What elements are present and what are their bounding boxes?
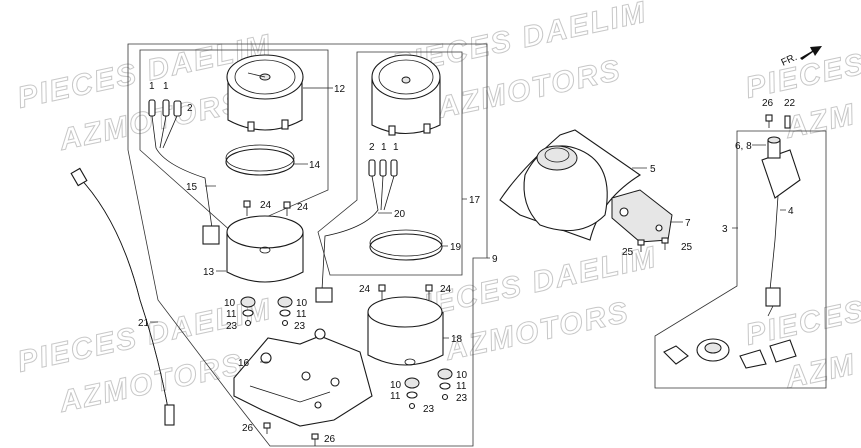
watermark: PIECES xyxy=(743,294,861,352)
callout-label: 24 xyxy=(297,202,309,213)
callout-label: 11 xyxy=(456,381,467,392)
callout-label: 5 xyxy=(650,164,656,175)
speedometer-cable xyxy=(70,167,175,426)
tachometer-ring xyxy=(369,229,443,261)
callout-label: 1 xyxy=(393,142,399,153)
callout-label: 23 xyxy=(456,393,468,404)
ignition-switch xyxy=(761,136,801,317)
callout-label: 10 xyxy=(296,298,308,309)
switch-bracket xyxy=(611,189,673,243)
tachometer-gauge xyxy=(371,54,441,136)
callout-label: 23 xyxy=(226,321,238,332)
callout-label: 4 xyxy=(788,206,794,217)
bolt-24 xyxy=(243,200,433,300)
callout-label: 10 xyxy=(224,298,236,309)
callout-label: 7 xyxy=(685,218,691,229)
callout-label: 23 xyxy=(423,404,435,415)
callout-label: 19 xyxy=(450,242,462,253)
callout-label: 24 xyxy=(359,284,371,295)
callout-label: 24 xyxy=(440,284,452,295)
callout-label: 18 xyxy=(451,334,463,345)
speedometer-harness xyxy=(148,99,220,245)
callout-label: 12 xyxy=(334,84,346,95)
meter-cover xyxy=(499,129,641,241)
callout-label: 16 xyxy=(238,358,250,369)
speedometer-frame xyxy=(139,49,329,233)
tachometer-frame xyxy=(317,51,463,276)
bolt-26 xyxy=(263,114,773,446)
callout-label: 24 xyxy=(260,200,272,211)
callout-label: 26 xyxy=(762,98,774,109)
callout-label: 1 xyxy=(149,81,155,92)
callout-label: 21 xyxy=(138,318,150,329)
callout-label: 10 xyxy=(390,380,402,391)
callout-label: 22 xyxy=(784,98,796,109)
callout-label: 25 xyxy=(622,247,634,258)
callout-label: 26 xyxy=(242,423,254,434)
grommet-set-left xyxy=(240,296,293,327)
speedometer-case xyxy=(226,215,304,283)
callout-label: 20 xyxy=(394,209,406,220)
callout-label: 17 xyxy=(469,195,481,206)
callout-label: 1 xyxy=(381,142,387,153)
tachometer-case xyxy=(367,296,444,366)
callout-label: 11 xyxy=(296,309,307,320)
callout-label: 13 xyxy=(203,267,215,278)
callout-labels: 1 1 2 12 14 15 24 24 13 10 11 23 10 11 2… xyxy=(138,81,796,445)
watermark: PIECES xyxy=(743,47,861,105)
callout-label: 14 xyxy=(309,160,321,171)
ignition-frame xyxy=(654,130,827,389)
speedometer-gauge xyxy=(226,54,304,132)
meter-bracket xyxy=(233,328,373,427)
callout-label: 6, 8 xyxy=(735,141,752,152)
front-arrow-icon xyxy=(800,46,822,60)
callout-label: 10 xyxy=(456,370,468,381)
callout-label: 2 xyxy=(187,103,193,114)
grommet-set-right xyxy=(404,368,453,410)
bolt-22 xyxy=(784,115,791,129)
assembly-frame-left xyxy=(127,43,488,447)
bolt-25 xyxy=(637,237,669,252)
callout-label: 9 xyxy=(492,254,498,265)
callout-label: 2 xyxy=(369,142,375,153)
callout-label: 11 xyxy=(226,309,237,320)
callout-label: 11 xyxy=(390,391,401,402)
lock-set xyxy=(663,338,797,369)
callout-label: 1 xyxy=(163,81,169,92)
callout-label: 3 xyxy=(722,224,728,235)
callout-label: 23 xyxy=(294,321,306,332)
callout-label: 15 xyxy=(186,182,198,193)
tachometer-harness xyxy=(315,159,398,303)
callout-label: 25 xyxy=(681,242,693,253)
speedometer-ring xyxy=(225,144,295,176)
leader-lines xyxy=(150,87,786,363)
callout-label: 26 xyxy=(324,434,336,445)
